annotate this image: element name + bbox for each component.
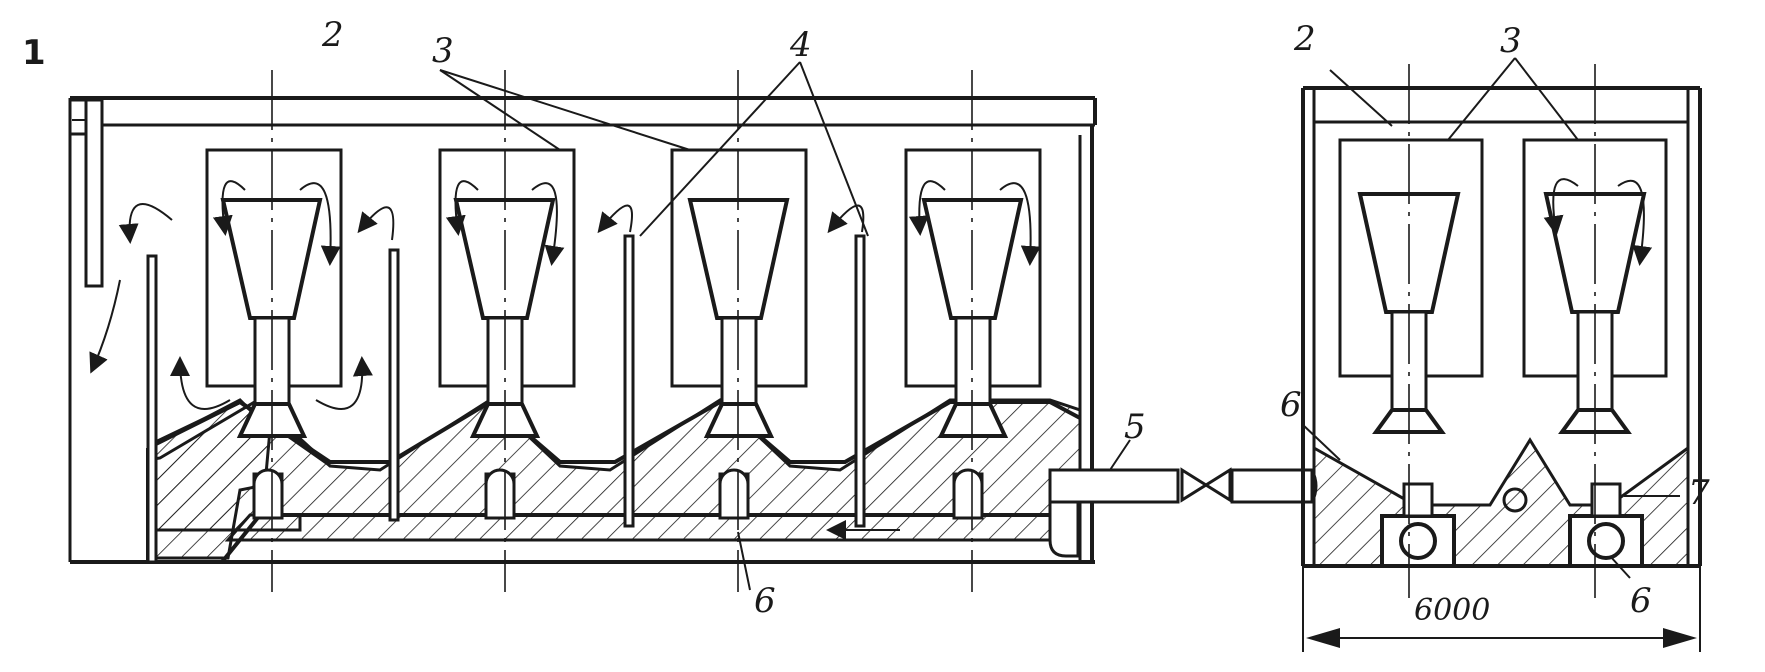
label-6-right-upper: 6 — [1280, 385, 1302, 425]
dimension-6000: 6000 — [1414, 593, 1490, 628]
cross-leader-lines — [1301, 57, 1680, 579]
width-dimension: 6000 — [1302, 566, 1701, 652]
leader-lines — [439, 61, 1131, 591]
funnel-units — [220, 198, 1024, 438]
label-6-left: 6 — [754, 581, 776, 621]
label-3-left: 3 — [432, 31, 454, 71]
center-lines — [271, 70, 973, 592]
label-5: 5 — [1124, 407, 1146, 447]
label-3-right: 3 — [1500, 21, 1522, 61]
sludge-pipes — [252, 468, 984, 520]
cross-funnels — [1357, 192, 1647, 434]
cross-section: 6000 2 3 6 7 6 — [1280, 19, 1710, 652]
hopper-profile — [147, 399, 1081, 464]
label-4: 4 — [789, 25, 812, 65]
label-2-right: 2 — [1293, 19, 1316, 59]
label-6-right-lower: 6 — [1630, 581, 1652, 621]
outlet-trough — [68, 98, 104, 288]
tank-walls — [68, 96, 1097, 564]
inlet-pipe — [1048, 467, 1318, 558]
cross-center-lines — [1408, 64, 1596, 598]
cross-flow-arrows — [1543, 178, 1653, 266]
label-7: 7 — [1688, 473, 1710, 513]
label-2-left: 2 — [321, 15, 344, 55]
partition-walls — [146, 234, 866, 564]
label-1: 1 — [22, 33, 46, 73]
longitudinal-section: 1 2 3 4 5 6 — [22, 15, 1318, 621]
